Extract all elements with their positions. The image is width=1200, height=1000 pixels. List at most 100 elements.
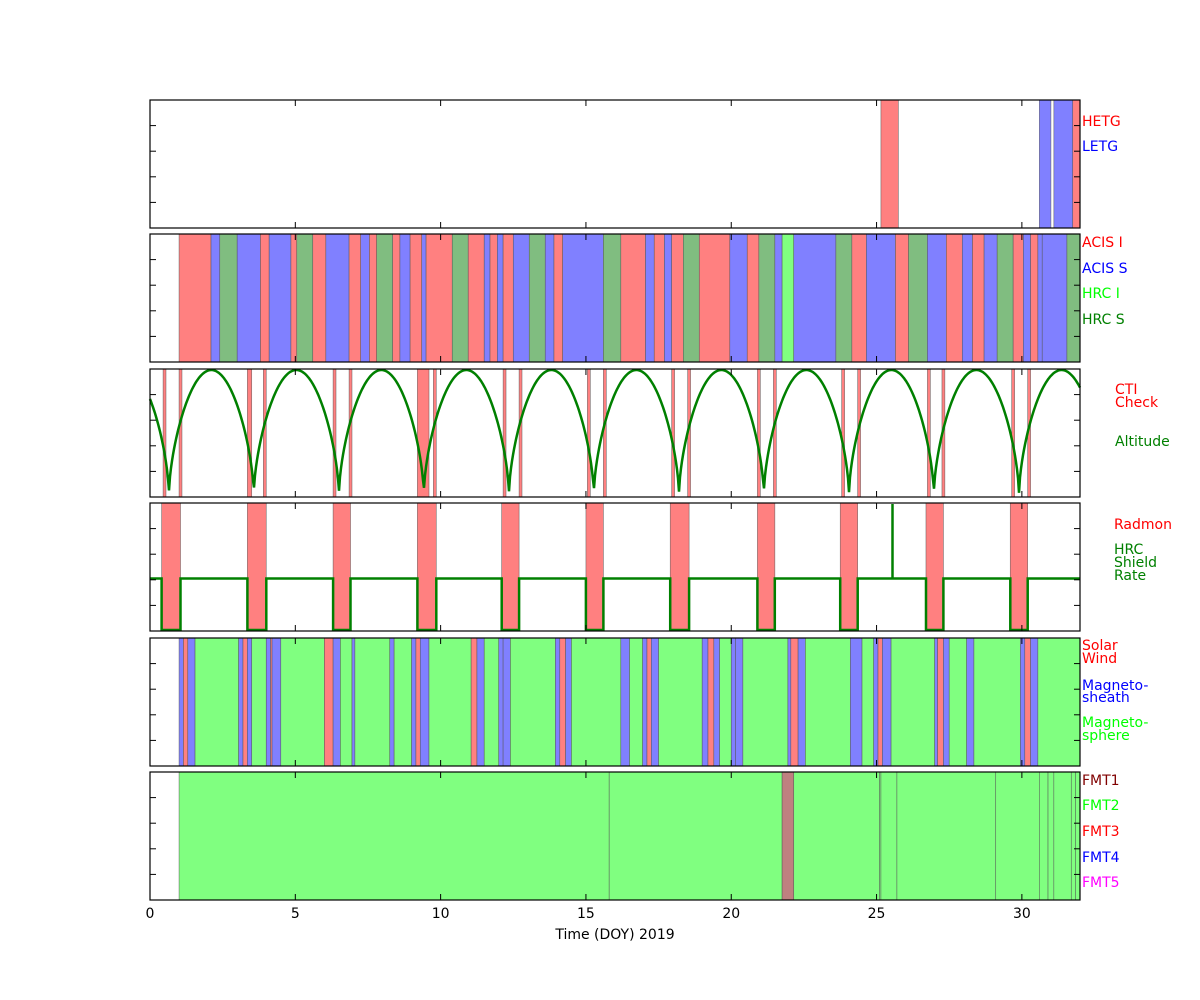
interval-bar [555,637,561,767]
interval-bar [476,637,485,767]
interval-bar [421,233,427,363]
interval-bar [787,637,792,767]
interval-bar [996,233,1014,363]
panel-frame [149,368,1081,498]
panel-frame [149,771,1081,901]
interval-bar [332,637,341,767]
interval-bar [713,637,720,767]
interval-bar [961,233,973,363]
interval-bar [260,233,270,363]
interval-bar [280,637,325,767]
interval-bar [669,502,690,632]
legend-label-line: CTI [1115,382,1137,398]
interval-bar [178,771,610,901]
interval-bar [247,368,253,498]
panel-frame-bg [150,100,1080,228]
interval-bar [433,368,437,498]
interval-bar [585,502,604,632]
interval-bar [238,637,244,767]
interval-bar [1066,233,1081,363]
x-tick-label: 30 [1013,906,1031,922]
interval-bar [161,502,181,632]
interval-bar [399,233,411,363]
interval-bar [411,637,417,767]
legend-label: FMT3 [1082,824,1120,840]
x-tick-label: 5 [291,906,300,922]
interval-bar [927,368,931,498]
interval-bar [496,233,504,363]
interval-bar [571,637,622,767]
interval-bar [1070,771,1076,901]
legend-label-line: Check [1115,395,1159,411]
interval-bar [651,637,659,767]
interval-bar [512,233,530,363]
interval-bar [934,637,938,767]
interval-bar [620,233,646,363]
interval-bar [877,637,883,767]
interval-bar [392,233,401,363]
interval-bar [603,233,622,363]
interval-bar [502,368,507,498]
interval-bar [502,233,514,363]
interval-bar [946,233,963,363]
legend-label-line: sphere [1082,728,1130,744]
interval-bar [312,233,327,363]
interval-bar [265,637,271,767]
interval-bar [781,771,795,901]
interval-bar [972,233,985,363]
x-tick-label: 15 [577,906,595,922]
hrc-shield-rate-line [150,577,1080,632]
interval-bar [1037,233,1043,363]
interval-bar [351,637,356,767]
panel-frame [149,502,1081,632]
interval-bar [1072,99,1081,229]
interval-bar [866,233,896,363]
interval-bar [1011,368,1015,498]
interval-bar [746,233,760,363]
interval-bar [758,233,776,363]
interval-bar [1020,637,1026,767]
legend-label-line: sheath [1082,690,1130,706]
x-tick-label: 0 [146,906,155,922]
legend-label: Magneto-sphere [1082,715,1148,744]
interval-bar [470,637,478,767]
interval-bar [1024,637,1031,767]
interval-bar [793,771,880,901]
interval-bar [742,637,789,767]
interval-bar [178,637,184,767]
legend-label: Altitude [1115,434,1170,450]
interval-bar [393,637,412,767]
interval-bar [428,637,472,767]
interval-bar [1075,771,1081,901]
interval-bar [653,233,665,363]
legend-label: FMT5 [1082,875,1120,891]
interval-bar [210,233,221,363]
legend-label-line: HRC [1114,542,1144,558]
interval-bar [1053,771,1072,901]
interval-bar [251,637,267,767]
interval-bar [498,637,504,767]
interval-bar [1039,771,1049,901]
interval-bar [376,233,393,363]
x-axis-title: Time (DOY) 2019 [554,927,674,943]
panel-frame [149,233,1081,363]
interval-bar [895,233,909,363]
interval-bar [565,637,572,767]
interval-bar [332,502,351,632]
legend-label: ACIS I [1082,235,1123,251]
interval-bar [948,637,967,767]
interval-bar [518,368,523,498]
interval-bar [646,637,652,767]
interval-bar [927,233,947,363]
interval-bar [419,637,430,767]
interval-bar [880,99,899,229]
interval-bar [236,233,261,363]
